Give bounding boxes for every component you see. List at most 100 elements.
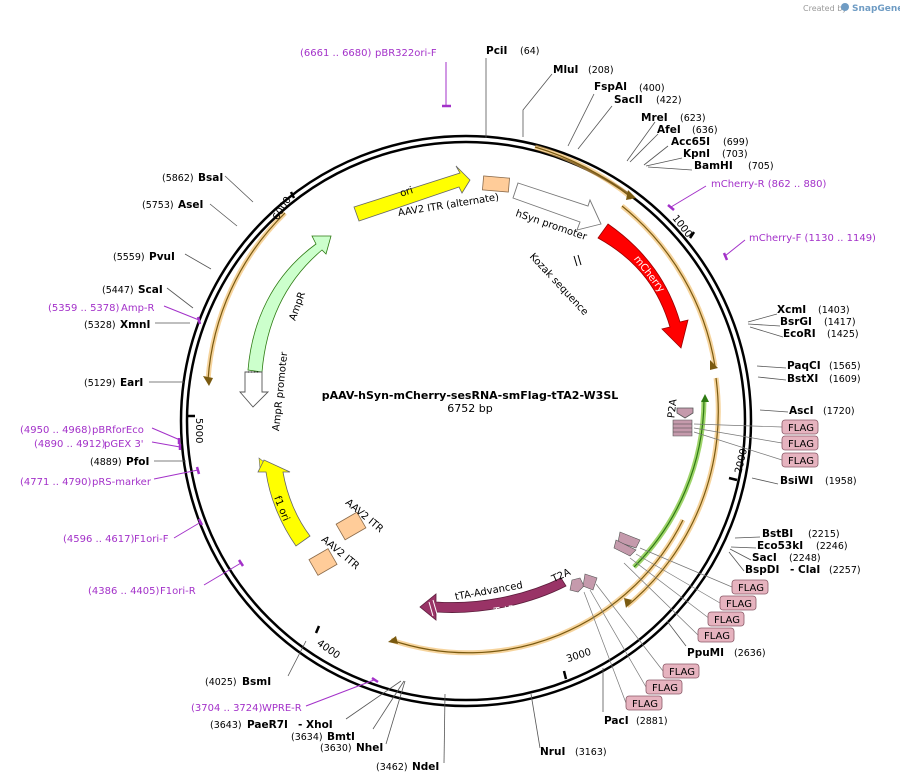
enzyme-pos: (623)	[680, 113, 706, 124]
tetr-label: TetR	[492, 604, 516, 618]
enzyme-pos: (422)	[656, 95, 682, 106]
enzyme-pos: (1425)	[827, 329, 859, 340]
kozak-mark	[577, 254, 582, 266]
enzyme-name: - XhoI	[298, 719, 333, 731]
enzyme-name: BspDI	[745, 564, 779, 576]
enzyme-pos: (699)	[723, 137, 749, 148]
primer-name: mCherry-F (1130 .. 1149)	[749, 233, 876, 244]
tick-mark	[562, 670, 568, 680]
primer-name: pRS-marker	[92, 477, 152, 488]
enzyme-pos: (1609)	[829, 374, 861, 385]
flag-leader-lines	[583, 423, 783, 704]
enzyme-name: Acc65I	[671, 136, 710, 148]
arrow-icon	[701, 394, 709, 402]
enzyme-pos: (3634)	[291, 732, 323, 743]
enzyme-name: EarI	[120, 377, 143, 389]
enzyme-pos: (3163)	[575, 747, 607, 758]
enzyme-name: PpuMI	[687, 647, 724, 659]
enzyme-pos: (1403)	[818, 305, 850, 316]
flag-label: FLAG	[652, 683, 678, 694]
enzyme-name: BsiWI	[780, 475, 813, 487]
enzyme-pos: (2248)	[789, 553, 821, 564]
tick-mark	[688, 231, 696, 239]
green-orf-arc-line	[633, 399, 705, 568]
primer-name: mCherry-R (862 .. 880)	[711, 179, 827, 190]
enzyme-pos: (400)	[639, 83, 665, 94]
enzyme-pos: (1958)	[825, 476, 857, 487]
enzyme-pos: (208)	[588, 65, 614, 76]
enzyme-pos: (2881)	[636, 716, 668, 727]
flag-label: FLAG	[704, 631, 730, 642]
arrow-icon	[710, 360, 718, 370]
primer-pos: (4890 .. 4912)	[34, 439, 106, 450]
enzyme-pos: (703)	[722, 149, 748, 160]
enzyme-pos: (2215)	[808, 529, 840, 540]
smflag-tag-cluster	[569, 577, 585, 593]
arrow-icon	[388, 636, 398, 644]
tick-label-3000: 3000	[565, 647, 593, 665]
enzyme-name: BamHI	[694, 160, 733, 172]
enzyme-name: BstXI	[787, 373, 818, 385]
enzyme-name: ScaI	[138, 284, 163, 296]
orf-arc-line	[390, 519, 684, 654]
primer-name: pBR322ori-F	[375, 48, 437, 59]
ori-feature	[353, 165, 471, 222]
mcherry-feature	[597, 223, 689, 349]
enzyme-name: NruI	[540, 746, 565, 758]
enzyme-pos: (3462)	[376, 762, 408, 773]
primer-pos: (4950 .. 4968)	[20, 425, 92, 436]
enzyme-pos: (5862)	[162, 173, 194, 184]
enzyme-labels: PciI (64) MluI (208) FspAI (400) SacII (…	[84, 45, 861, 773]
primer-name: F1ori-F	[134, 534, 169, 545]
enzyme-pos: (3630)	[320, 743, 352, 754]
flag-label: FLAG	[714, 615, 740, 626]
flag-label: FLAG	[788, 439, 814, 450]
enzyme-pos: (5753)	[142, 200, 174, 211]
enzyme-name: NheI	[356, 742, 383, 754]
enzyme-pos: (2257)	[829, 565, 861, 576]
flag-label: FLAG	[788, 456, 814, 467]
primer-pos: (6661 .. 6680)	[300, 48, 372, 59]
enzyme-pos: (2246)	[816, 541, 848, 552]
primer-name: pGEX 3'	[104, 439, 144, 450]
primer-marks	[177, 104, 729, 684]
enzyme-name: BmtI	[327, 731, 355, 743]
orf-arc-line	[626, 377, 719, 607]
enzyme-pos: (3643)	[210, 720, 242, 731]
enzyme-name: SacI	[752, 552, 777, 564]
plasmid-size: 6752 bp	[447, 402, 492, 415]
enzyme-name: BsaI	[198, 172, 223, 184]
flag-label: FLAG	[738, 583, 764, 594]
tick-mark	[289, 191, 296, 199]
flag-label: FLAG	[726, 599, 752, 610]
primer-name: WPRE-R	[262, 703, 302, 714]
enzyme-leader-lines	[149, 58, 789, 764]
enzyme-name: XcmI	[777, 304, 806, 316]
orf-arc-line	[621, 205, 716, 367]
ori-label: ori	[399, 185, 415, 199]
ampr-feature	[247, 235, 332, 373]
enzyme-pos: (2636)	[734, 648, 766, 659]
ampr-promoter-label: AmpR promoter	[271, 351, 290, 432]
enzyme-name: FspAI	[594, 81, 627, 93]
ampr-promoter-feature	[239, 371, 270, 408]
primer-pos: (4771 .. 4790)	[20, 477, 92, 488]
p2a-label: P2A	[666, 398, 679, 419]
enzyme-name: BstBI	[762, 528, 793, 540]
f1-ori-feature	[257, 459, 311, 547]
orf-arc-line	[207, 212, 286, 381]
enzyme-name: KpnI	[683, 148, 710, 160]
snapgene-logo-icon	[841, 3, 849, 11]
itr-box-1	[335, 511, 367, 541]
arrow-icon	[626, 190, 636, 200]
kozak-mark	[573, 255, 578, 267]
credit-brand: SnapGene	[852, 4, 900, 14]
credit-text: Created by	[803, 4, 847, 13]
orf-arc-line	[534, 146, 633, 199]
primer-pos: (5359 .. 5378)	[48, 303, 120, 314]
tick-mark	[314, 625, 321, 634]
smflag-tag-cluster	[613, 539, 637, 557]
enzyme-name: AseI	[178, 199, 203, 211]
enzyme-name: PvuI	[149, 251, 175, 263]
